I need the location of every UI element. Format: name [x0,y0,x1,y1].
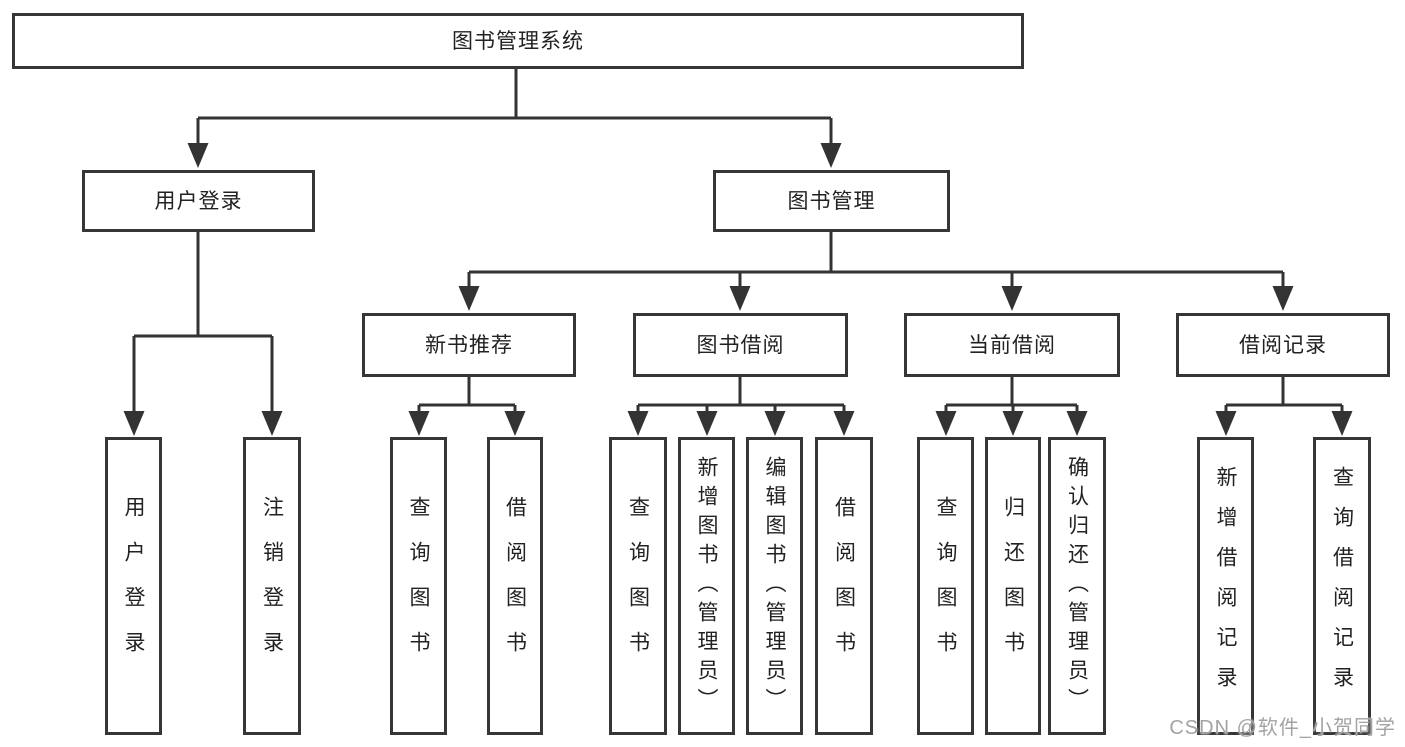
node-label: 新增图书（管理员） [695,455,718,717]
node-label: 新书推荐 [425,333,513,357]
node-borrowing-records: 借阅记录 [1176,313,1390,377]
leaf-query-borrow-record: 查询借阅记录 [1313,437,1371,735]
node-label: 图书管理 [787,189,876,213]
csdn-watermark: CSDN @软件_小贺同学 [1169,717,1396,739]
leaf-user-login: 用户登录 [105,437,162,735]
node-current-borrowing: 当前借阅 [904,313,1120,377]
leaf-borrow-books-recommend: 借阅图书 [487,437,543,735]
node-label: 新增借阅记录 [1214,466,1237,706]
node-label: 用户登录 [122,496,145,676]
leaf-borrow-books-borrow: 借阅图书 [815,437,873,735]
leaf-return-books: 归还图书 [985,437,1041,735]
leaf-logout: 注销登录 [243,437,301,735]
leaf-confirm-return-admin: 确认归还（管理员） [1048,437,1106,735]
node-label: 查询图书 [626,496,650,676]
node-book-management: 图书管理 [713,170,950,232]
node-label: 用户登录 [154,189,243,213]
node-library-management-system: 图书管理系统 [12,13,1024,69]
leaf-add-borrow-record: 新增借阅记录 [1197,437,1254,735]
node-new-book-recommendation: 新书推荐 [362,313,576,377]
node-label: 借阅图书 [832,496,856,676]
leaf-add-book-admin: 新增图书（管理员） [678,437,735,735]
node-label: 归还图书 [1001,496,1025,676]
leaf-edit-book-admin: 编辑图书（管理员） [746,437,803,735]
node-label: 查询借阅记录 [1330,466,1354,706]
node-label: 确认归还（管理员） [1065,455,1089,717]
node-label: 查询图书 [934,496,957,676]
node-label: 注销登录 [260,496,284,676]
node-label: 查询图书 [407,496,430,676]
node-label: 当前借阅 [968,333,1056,357]
node-label: 借阅图书 [503,496,527,676]
leaf-query-books-recommend: 查询图书 [390,437,447,735]
node-label: 图书借阅 [696,333,785,357]
node-user-login: 用户登录 [82,170,315,232]
leaf-query-books-current: 查询图书 [917,437,974,735]
node-book-borrowing: 图书借阅 [633,313,848,377]
node-label: 编辑图书（管理员） [763,455,786,717]
node-label: 图书管理系统 [452,29,584,53]
node-label: 借阅记录 [1239,333,1327,357]
leaf-query-books-borrow: 查询图书 [609,437,667,735]
